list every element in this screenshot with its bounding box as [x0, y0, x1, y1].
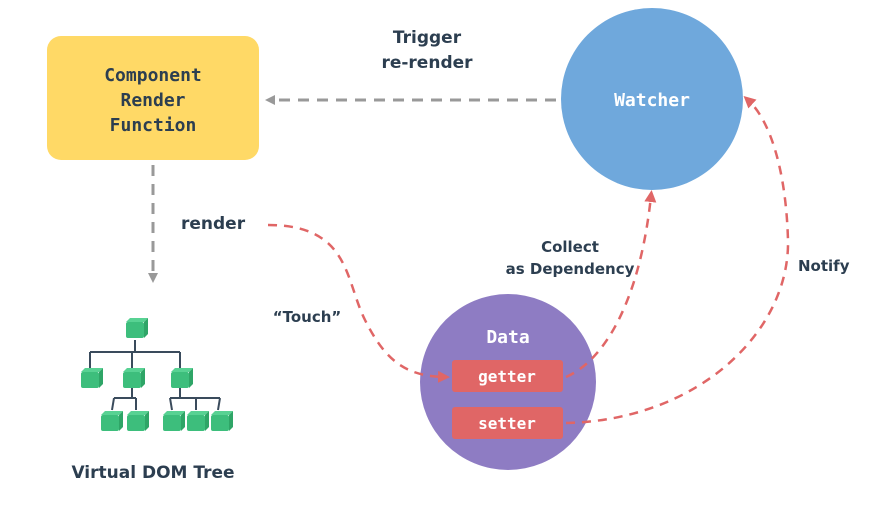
- touch-label: “Touch”: [273, 308, 342, 326]
- collect-label-line2: as Dependency: [506, 260, 635, 278]
- notify-arrow: [565, 95, 790, 425]
- component-label-line1: Component: [104, 65, 202, 86]
- notify-label: Notify: [798, 257, 850, 275]
- trigger-label-line2: re-render: [381, 53, 473, 73]
- getter-pill: [452, 360, 563, 392]
- getter-label: getter: [478, 367, 536, 386]
- data-label: Data: [486, 327, 529, 348]
- trigger-label-line1: Trigger: [393, 28, 462, 48]
- touch-arrow: [267, 223, 450, 383]
- collect-dependency-arrow: [565, 190, 657, 379]
- component-label-line2: Render: [120, 90, 185, 111]
- watcher-label: Watcher: [614, 90, 690, 111]
- collect-label-line1: Collect: [541, 238, 599, 256]
- component-label-line3: Function: [110, 115, 197, 136]
- render-label: render: [181, 214, 246, 234]
- virtual-dom-tree-label: Virtual DOM Tree: [71, 463, 234, 483]
- watcher-node: [561, 8, 743, 190]
- component-render-function-box: [47, 36, 259, 160]
- setter-pill: [452, 407, 563, 439]
- setter-label: setter: [478, 414, 536, 433]
- virtual-dom-tree-icon: [81, 318, 233, 431]
